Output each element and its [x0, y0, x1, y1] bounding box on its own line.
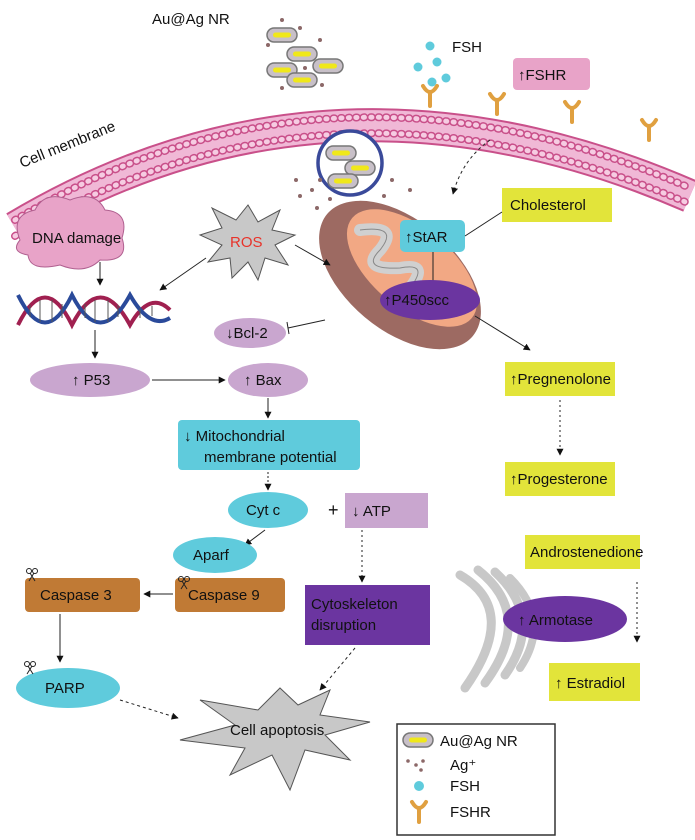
aparf-label: Aparf [193, 547, 230, 564]
pregnenolone-box [505, 362, 615, 396]
atp-label: ↓ ATP [352, 503, 391, 520]
progesterone-label: ↑Progesterone [510, 471, 608, 488]
armotase-ellipse [503, 596, 627, 642]
endocytic-vesicle [316, 129, 384, 197]
atp-box [345, 493, 428, 528]
caspase3-box [25, 578, 140, 612]
silver-ion-dots-icon [406, 759, 425, 772]
fsh-label: FSH [452, 39, 482, 56]
cholesterol-box [502, 188, 612, 222]
fshr-label: ↑FSHR [518, 67, 567, 84]
nanorod-label: Au@Ag NR [152, 11, 230, 28]
legend-label: FSH [450, 778, 480, 795]
mitochondrion [319, 200, 481, 350]
p450scc-ellipse [380, 280, 480, 320]
caspase3-label: Caspase 3 [40, 587, 112, 604]
dna-helix-icon [16, 290, 172, 330]
fsh-molecules [413, 41, 451, 87]
cell-membrane [6, 108, 695, 243]
star-label: ↑StAR [405, 229, 448, 246]
scissors-icon [24, 661, 36, 675]
legend-label: FSHR [450, 804, 491, 821]
bax-label: ↑ Bax [244, 372, 282, 389]
nanorod-icon [402, 732, 434, 748]
cytoskeleton-label-line2: disruption [311, 617, 376, 634]
apoptosis-label: Cell apoptosis [230, 722, 324, 739]
p450scc-label: ↑P450scc [384, 292, 450, 309]
cytc-ellipse [228, 492, 308, 528]
ros-burst [198, 204, 297, 282]
legend-label: Au@Ag NR [440, 733, 518, 750]
caspase9-box [175, 578, 285, 612]
p53-ellipse [30, 363, 150, 397]
fshr-box [513, 58, 590, 90]
plus-sign: + [328, 500, 339, 520]
pregnenolone-label: ↑Pregnenolone [510, 371, 611, 388]
dna-damage-cloud [15, 196, 125, 270]
cytc-label: Cyt c [246, 502, 281, 519]
bcl2-ellipse [214, 318, 286, 348]
dna-damage-label: DNA damage [32, 230, 121, 247]
fshr-to-star-arrow [451, 139, 491, 195]
cholesterol-label: Cholesterol [510, 197, 586, 214]
p53-label: ↑ P53 [72, 372, 110, 389]
armotase-label: ↑ Armotase [518, 612, 593, 629]
mmp-label-line1: ↓ Mitochondrial [184, 428, 285, 445]
legend-label: Ag⁺ [450, 757, 476, 774]
cytoskeleton-label-line1: Cytoskeleton [311, 596, 398, 613]
parp-ellipse [16, 668, 120, 708]
parp-label: PARP [45, 680, 85, 697]
mmp-label-line2: membrane potential [204, 449, 337, 466]
nanorod-cluster [266, 18, 344, 90]
mitochondrial-membrane-potential-box [178, 420, 360, 470]
progesterone-box [505, 462, 615, 496]
androstenedione-box [525, 535, 640, 569]
estradiol-box [549, 663, 640, 701]
bcl2-label: ↓Bcl-2 [226, 325, 268, 342]
caspase9-label: Caspase 9 [188, 587, 260, 604]
bax-ellipse [228, 363, 308, 397]
aparf-ellipse [173, 537, 257, 573]
estradiol-label: ↑ Estradiol [555, 675, 625, 692]
legend: Au@Ag NR Ag⁺ FSH FSHR [396, 723, 556, 836]
fsh-dot-icon [414, 781, 424, 791]
ros-label: ROS [230, 234, 263, 251]
cell-membrane-label: Cell membrane [17, 118, 118, 172]
star-box [400, 220, 465, 252]
androstenedione-label: Androstenedione [530, 544, 643, 561]
cell-apoptosis-burst [179, 687, 371, 792]
cytoskeleton-box [305, 585, 430, 645]
